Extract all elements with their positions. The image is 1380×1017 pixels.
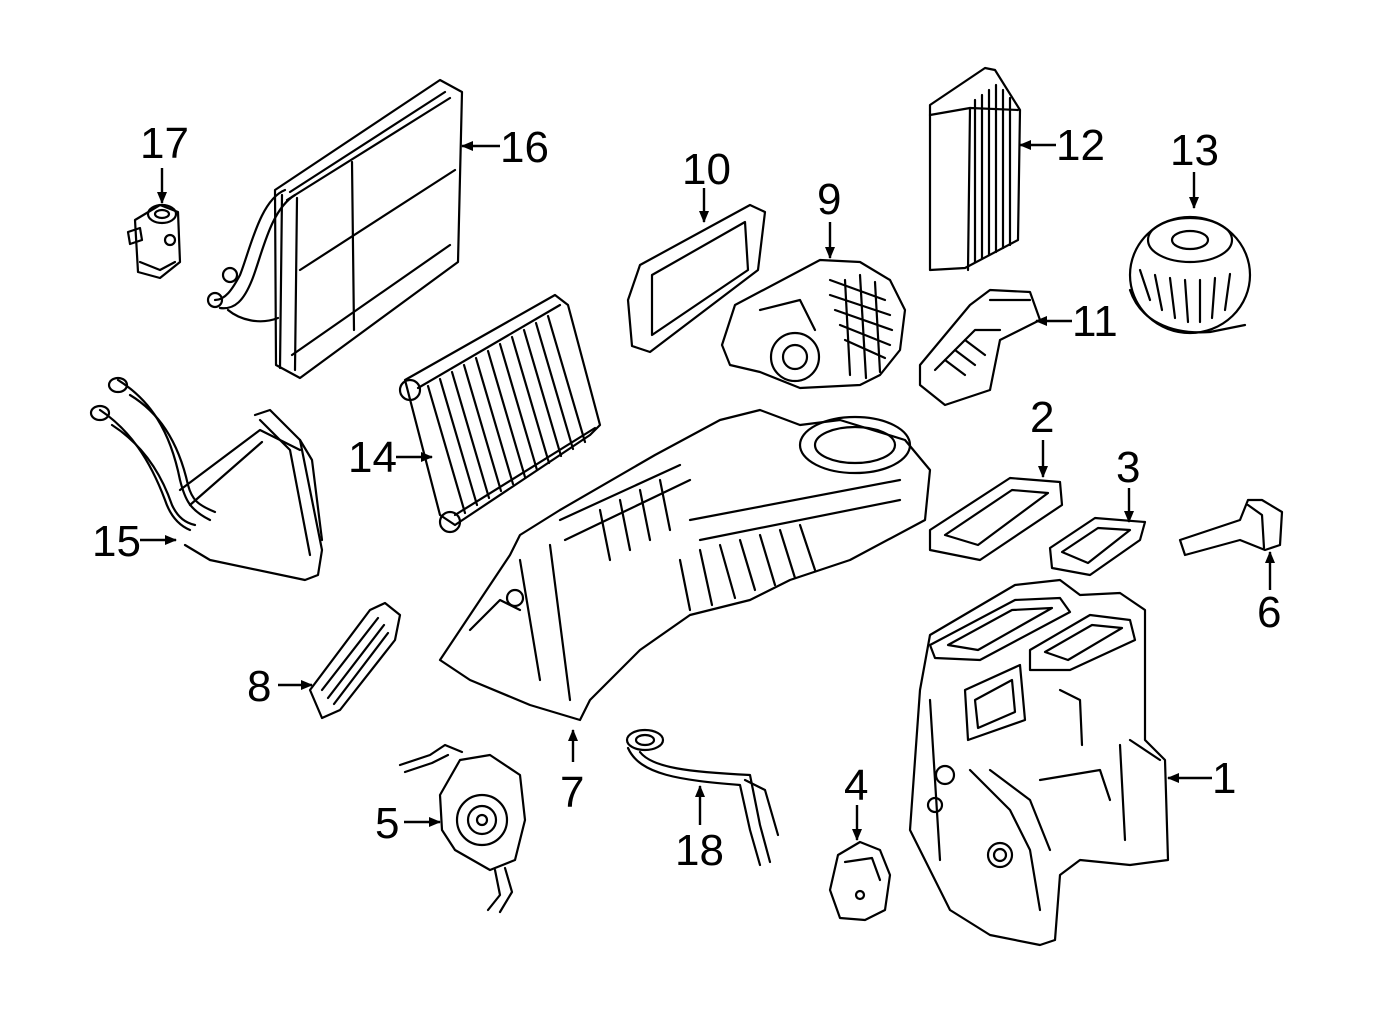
part-15-heater-core (89, 376, 324, 582)
callout-18: 18 (675, 826, 724, 875)
callout-11: 11 (1072, 297, 1118, 346)
part-6-actuator-arm (1178, 498, 1284, 557)
part-1-hvac-unit (908, 578, 1170, 947)
callout-4: 4 (844, 761, 868, 810)
callout-5: 5 (375, 799, 399, 848)
part-11-air-duct (918, 288, 1042, 407)
part-5-actuator-motor (398, 743, 527, 914)
callout-12: 12 (1056, 121, 1105, 170)
part-12-cabin-filter (928, 66, 1022, 272)
part-18-drain-tube (625, 728, 780, 867)
callout-8: 8 (247, 662, 271, 711)
callout-15: 15 (92, 517, 141, 566)
part-13-blower-motor (1128, 215, 1252, 335)
callout-9: 9 (817, 175, 841, 224)
callout-6: 6 (1257, 588, 1281, 637)
part-16-evaporator-core (206, 78, 464, 380)
part-7-hvac-housing (438, 408, 932, 722)
callout-labels: 17 16 10 9 12 13 11 14 2 3 15 6 8 7 1 4 … (92, 119, 1281, 875)
leader-arrows (140, 140, 1275, 841)
part-3-seal-small (1048, 516, 1147, 577)
part-14-heater-core-radiator (398, 293, 602, 534)
callout-13: 13 (1170, 126, 1219, 175)
callout-14: 14 (348, 433, 397, 482)
callout-2: 2 (1030, 393, 1054, 442)
callout-17: 17 (140, 119, 189, 168)
callout-1: 1 (1212, 754, 1236, 803)
part-8-filter-small (308, 601, 402, 720)
part-4-cover (828, 840, 892, 922)
part-17-expansion-valve (126, 203, 182, 280)
callout-3: 3 (1116, 443, 1140, 492)
part-9-blower-housing (720, 258, 907, 390)
part-2-seal (928, 476, 1064, 562)
callout-10: 10 (682, 145, 731, 194)
part-10-seal-gasket (626, 203, 767, 354)
callout-16: 16 (500, 123, 549, 172)
callout-7: 7 (560, 768, 584, 817)
